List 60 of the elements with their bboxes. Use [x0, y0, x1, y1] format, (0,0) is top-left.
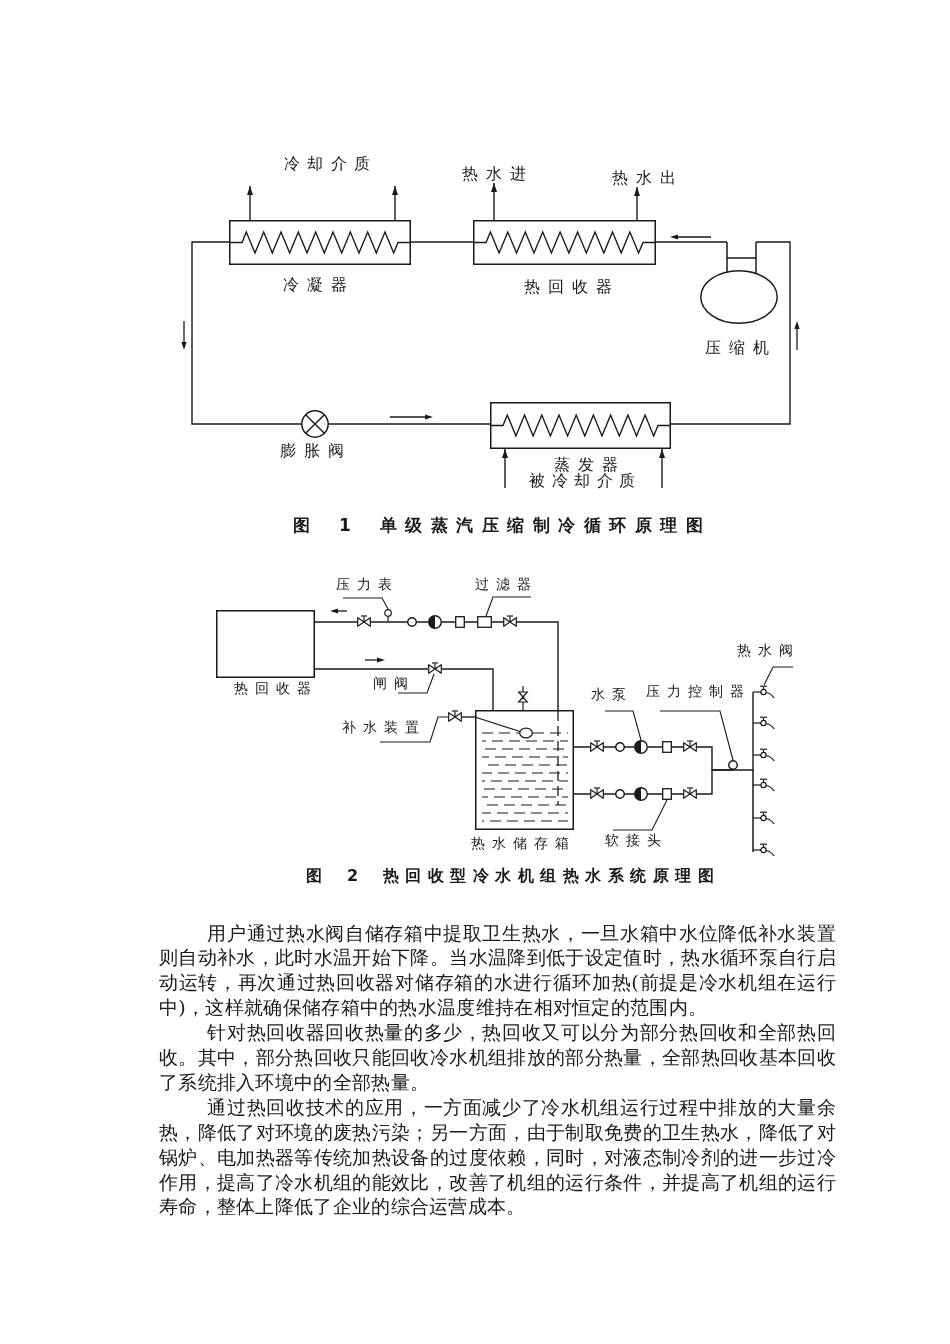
gauge-icon	[384, 609, 392, 622]
valve-icon	[448, 710, 462, 722]
pipe-line	[732, 691, 754, 771]
leader-line	[342, 597, 389, 610]
pipe-line	[314, 621, 478, 623]
paragraph: 用户通过热水阀自储存箱中提取卫生热水，一旦水箱中水位降低补水装置则自动补水，此时水温开始下降。当水温降到低于设定值时，热水循环泵自行启动运转，再次通过热回收器对储存箱的水进行循环加热(前提是冷水机组在运行中)，这样就确保储存箱中的热水温度维持在相对恒定的范围内。	[159, 921, 836, 1022]
tap-icon	[753, 685, 775, 699]
pipe-line	[573, 746, 635, 748]
callout-label: 闸阀	[372, 673, 408, 693]
component-label: 热水储存箱	[471, 835, 569, 851]
arrow	[659, 448, 665, 489]
paragraph: 针对热回收器回收热量的多少，热回收又可以分为部分热回收和全部热回收。其中，部分热回收只能回收冷水机组排放的部分热量，全部热回收基本回收了系统排入环境中的全部热量。	[159, 1021, 836, 1096]
pipe-line	[670, 241, 791, 425]
filter-icon	[477, 616, 492, 628]
figure-caption: 图 2 热回收型冷水机组热水系统原理图	[306, 866, 714, 886]
flow-label: 热水出	[612, 169, 676, 187]
pipe-line	[191, 241, 302, 425]
callout-label: 软接头	[605, 830, 661, 850]
flow-label: 冷却介质	[283, 156, 371, 172]
callout-label: 压力控制器	[646, 671, 744, 711]
callout-label: 压力表	[336, 570, 392, 598]
arrow	[247, 185, 253, 221]
flow-label: 被冷却介质	[529, 473, 635, 489]
pipe-line	[491, 621, 559, 711]
callout-label: 水泵	[590, 677, 626, 711]
pump-icon	[634, 740, 648, 754]
callout-label: 热水阀	[737, 633, 793, 667]
component-label: 压缩机	[705, 340, 769, 356]
callout-label: 过滤器	[475, 571, 531, 597]
leader-line	[763, 666, 794, 686]
pipe-line	[314, 668, 429, 670]
pipe-line	[328, 423, 491, 425]
valve-icon	[428, 662, 442, 674]
pipe-line	[441, 668, 494, 711]
arrow	[491, 182, 497, 221]
controller-icon	[728, 760, 738, 770]
component-label: 膨胀阀	[280, 443, 344, 459]
leader-line	[604, 710, 642, 741]
arrow	[502, 448, 508, 489]
arrow	[634, 186, 640, 221]
pipe-line	[461, 716, 476, 718]
pipe-line	[410, 241, 474, 243]
component-label: 热回收器	[233, 680, 311, 696]
component-label: 蒸发器	[554, 457, 618, 473]
paragraph: 通过热回收技术的应用，一方面减少了冷水机组运行过程中排放的大量余热，降低了对环境的废热污染；另一方面，由于制取免费的卫生热水，降低了对锅炉、电加热器等传统加热设备的过度依赖，同时，对液态制冷剂的进一步过冷作用，提高了冷水机组的能效比，改善了机组的运行条件，并提高了机组的运行寿命，整体上降低了企业的综合运营成本。	[159, 1095, 836, 1221]
flow-label: 热水进	[462, 165, 526, 183]
component-label: 热回收器	[524, 279, 612, 295]
coupling-icon	[662, 788, 672, 800]
leader-line	[485, 596, 532, 617]
callout-label: 补水装置	[341, 712, 419, 742]
arrow	[392, 185, 398, 221]
leader-line	[612, 799, 668, 831]
pipe-line	[573, 793, 663, 795]
pipe-line	[655, 241, 728, 243]
leader-line	[397, 673, 435, 694]
leader-line	[379, 716, 449, 743]
leader-line	[659, 710, 734, 761]
component-label: 冷凝器	[283, 277, 347, 293]
figure-caption: 图 1 单级蒸汽压缩制冷循环原理图	[293, 515, 703, 535]
pipe-line	[671, 769, 734, 795]
